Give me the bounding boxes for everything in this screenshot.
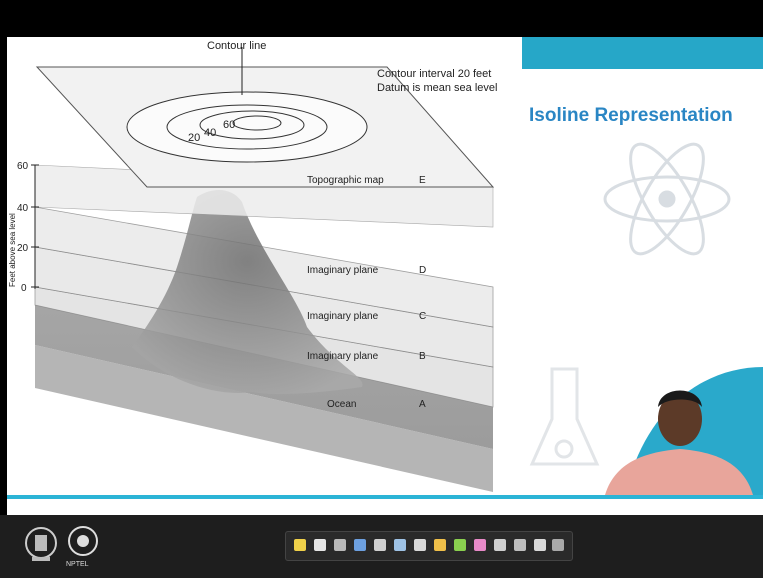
undo-icon[interactable] bbox=[552, 539, 564, 551]
plane-letter-b: B bbox=[419, 351, 426, 362]
video-top-bar bbox=[0, 0, 763, 37]
rectangle-icon[interactable] bbox=[414, 539, 426, 551]
plane-name-b: Imaginary plane bbox=[307, 351, 379, 362]
brush-icon[interactable] bbox=[474, 539, 486, 551]
nptel-logo: NPTEL bbox=[64, 523, 102, 569]
slide: Contour line Contour interval 20 feet Da… bbox=[7, 37, 763, 515]
pointer-icon[interactable] bbox=[294, 539, 306, 551]
plane-letter-e: E bbox=[419, 175, 426, 186]
presenter-image bbox=[585, 367, 763, 495]
slide-footer-line bbox=[7, 495, 763, 499]
contour-diagram: Contour line Contour interval 20 feet Da… bbox=[7, 37, 522, 495]
axis-tick-40: 40 bbox=[17, 203, 29, 214]
line-icon[interactable] bbox=[394, 539, 406, 551]
title-accent-band bbox=[522, 37, 763, 69]
presenter-video bbox=[585, 367, 763, 495]
plane-letter-c: C bbox=[419, 311, 426, 322]
pencil-icon[interactable] bbox=[434, 539, 446, 551]
contour-value-20: 20 bbox=[188, 132, 200, 144]
axis-tick-60: 60 bbox=[17, 161, 29, 172]
axis-tick-20: 20 bbox=[17, 243, 29, 254]
text-icon[interactable] bbox=[514, 539, 526, 551]
save-icon[interactable] bbox=[534, 539, 546, 551]
annotation-toolbar bbox=[285, 531, 573, 561]
arrow-icon[interactable] bbox=[374, 539, 386, 551]
plane-letter-a: A bbox=[419, 399, 426, 410]
contour-line-label: Contour line bbox=[207, 40, 266, 52]
eraser-icon[interactable] bbox=[354, 539, 366, 551]
slide-title: Isoline Representation bbox=[529, 105, 759, 127]
plane-name-a: Ocean bbox=[327, 399, 356, 410]
contour-value-40: 40 bbox=[204, 127, 216, 139]
contour-interval-label: Contour interval 20 feet bbox=[377, 68, 491, 80]
plane-name-e: Topographic map bbox=[307, 175, 384, 186]
pen-icon[interactable] bbox=[314, 539, 326, 551]
axis-tick-0: 0 bbox=[21, 283, 27, 294]
nptel-text: NPTEL bbox=[66, 561, 89, 568]
plane-letter-d: D bbox=[419, 265, 426, 276]
highlighter-icon[interactable] bbox=[334, 539, 346, 551]
axis-label: Feet above sea level bbox=[8, 213, 17, 287]
plane-name-d: Imaginary plane bbox=[307, 265, 379, 276]
iit-logo bbox=[22, 523, 60, 569]
contour-0 bbox=[127, 92, 367, 162]
datum-label: Datum is mean sea level bbox=[377, 82, 497, 94]
dot-icon[interactable] bbox=[494, 539, 506, 551]
marker-icon[interactable] bbox=[454, 539, 466, 551]
contour-value-60: 60 bbox=[223, 119, 235, 131]
plane-name-c: Imaginary plane bbox=[307, 311, 379, 322]
